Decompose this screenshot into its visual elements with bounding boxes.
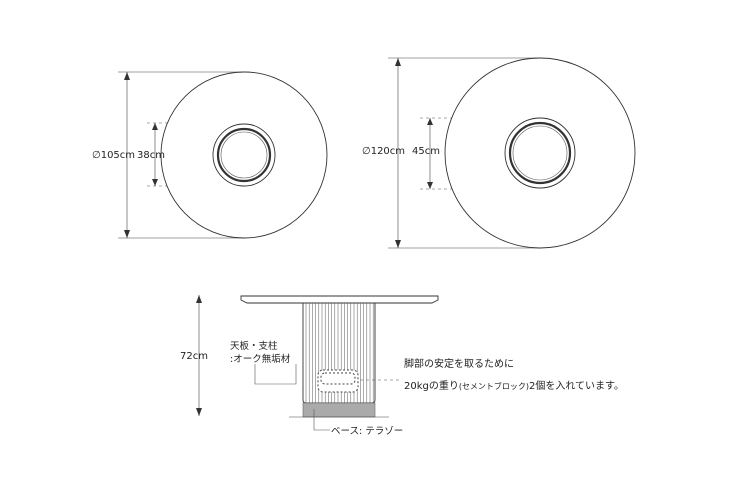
small-post-core-circle — [220, 131, 268, 179]
arrow-down-icon — [124, 230, 130, 238]
material-label-line1: 天板・支柱 — [230, 340, 278, 352]
fluted-post — [305, 303, 374, 403]
arrow-up-icon — [196, 295, 202, 303]
large-inner-label: 45cm — [412, 146, 440, 157]
tabletop-slab — [240, 295, 439, 304]
large-diameter-label: ∅120cm — [362, 146, 405, 157]
weight-note-line1: 脚部の安定を取るために — [404, 357, 514, 370]
arrow-down-icon — [427, 182, 433, 189]
arrow-down-icon — [196, 408, 202, 416]
arrow-up-icon — [427, 118, 433, 125]
small-diameter-label: ∅105cm — [92, 150, 135, 161]
base-label: ベース: テラゾー — [331, 426, 403, 437]
large-table-top-view: ∅120cm 45cm — [362, 57, 636, 249]
base-leader-line — [313, 409, 330, 431]
weight-note-part-c: 2個を入れています。 — [529, 379, 624, 392]
side-view: 72cm 天板・支柱 :オーク無垢材 脚部の安定を取るために 20kgの重り(セ… — [180, 295, 624, 437]
weight-block-upper — [320, 372, 356, 385]
small-inner-label: 38cm — [137, 150, 165, 161]
large-post-core-circle — [512, 125, 568, 181]
arrow-down-icon — [395, 240, 401, 248]
arrow-up-icon — [152, 123, 158, 130]
arrow-up-icon — [124, 72, 130, 80]
weight-note-part-a: 20kgの重り — [404, 379, 459, 392]
weight-note-line2: 20kgの重り(セメントブロック)2個を入れています。 — [404, 379, 624, 392]
weight-note-part-b: (セメントブロック) — [459, 381, 529, 391]
material-leader-line — [254, 364, 297, 385]
material-label-line2: :オーク無垢材 — [230, 353, 291, 365]
height-label: 72cm — [180, 351, 208, 362]
small-table-top-view: ∅105cm 38cm — [92, 71, 328, 239]
arrow-up-icon — [395, 58, 401, 66]
arrow-down-icon — [152, 179, 158, 186]
